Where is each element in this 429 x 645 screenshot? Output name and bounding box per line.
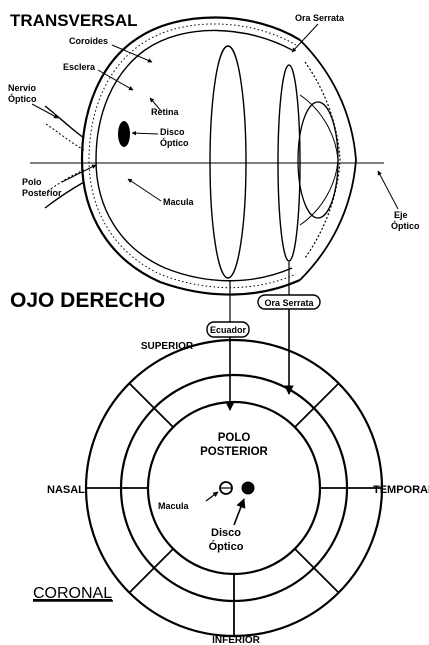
coronal-disco-optico-label: Óptico (209, 540, 244, 553)
coronal-disco-label: Disco (211, 527, 241, 539)
label-ora-serrata-top: Ora Serrata (295, 13, 345, 23)
label-macula: Macula (163, 197, 195, 207)
inferior-label: INFERIOR (212, 635, 261, 645)
label-polo: Polo (22, 177, 42, 187)
label-retina: Retina (151, 107, 180, 117)
ora-serrata-callout-label: Ora Serrata (264, 298, 314, 308)
eyeball-cross-section (30, 17, 384, 294)
coronal-title: CORONAL (33, 585, 112, 602)
label-coroides: Coroides (69, 36, 108, 46)
ojo-derecho-heading: OJO DERECHO (10, 289, 165, 312)
coronal-fundus-map (86, 340, 382, 636)
label-esclera: Esclera (63, 62, 96, 72)
ora-serrata-callout: Ora Serrata (258, 262, 320, 394)
coronal-optic-disc (242, 482, 255, 495)
label-eje-optico: Óptico (391, 220, 420, 231)
temporal-label: TEMPORAL (373, 484, 429, 496)
label-posterior: Posterior (22, 188, 62, 198)
nasal-label: NASAL (47, 484, 85, 496)
polo-label: POLO (218, 432, 251, 444)
coronal-macula-label: Macula (158, 501, 190, 511)
ecuador-label: Ecuador (210, 325, 247, 335)
ecuador-callout: Ecuador (207, 280, 249, 410)
transversal-title: TRANSVERSAL (10, 11, 138, 30)
label-eje: Eje (394, 210, 408, 220)
optic-disc-marker (118, 121, 130, 147)
label-optico: Óptico (8, 93, 37, 104)
posterior-label: POSTERIOR (200, 446, 268, 458)
label-disco-optico: Óptico (160, 137, 189, 148)
label-disco: Disco (160, 127, 185, 137)
superior-label: SUPERIOR (141, 341, 194, 352)
label-nervio: Nervio (8, 83, 37, 93)
